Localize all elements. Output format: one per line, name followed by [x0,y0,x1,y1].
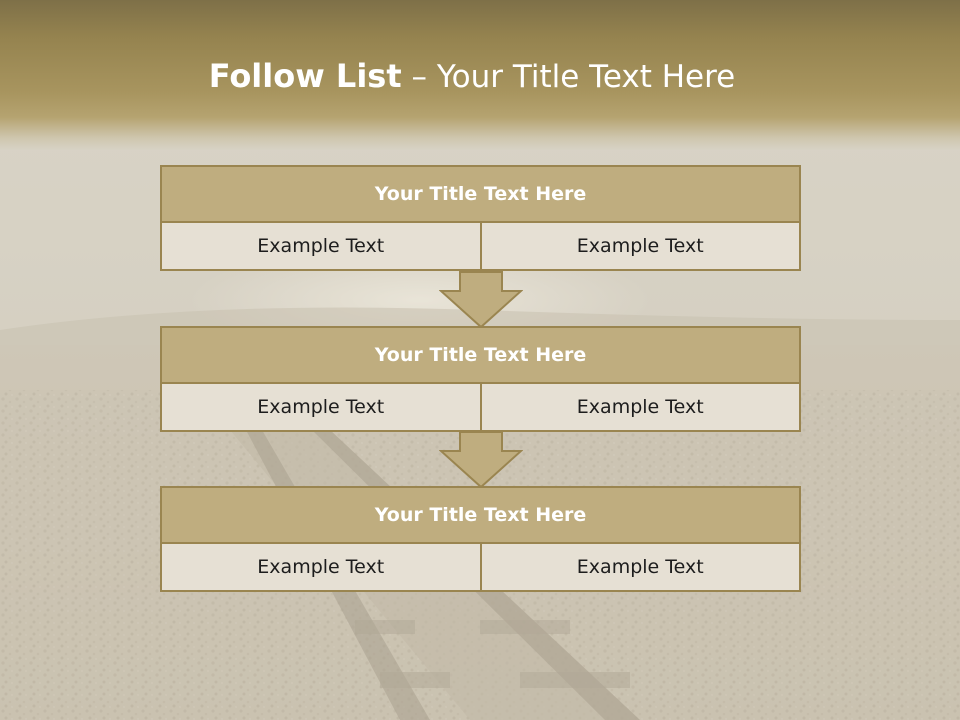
down-arrow-icon [439,431,523,489]
block-row: Example Text Example Text [160,221,801,271]
list-block: Your Title Text Here Example Text Exampl… [160,486,801,592]
block-title: Your Title Text Here [160,326,801,384]
slide-title: Follow List – Your Title Text Here [0,55,944,98]
block-right-text: Example Text [479,544,800,590]
block-left-text: Example Text [257,556,385,578]
block-row: Example Text Example Text [160,382,801,432]
block-right-text: Example Text [479,223,800,269]
block-title: Your Title Text Here [160,486,801,544]
down-arrow-icon [439,271,523,329]
list-block: Your Title Text Here Example Text Exampl… [160,326,801,432]
slide-title-rest: – Your Title Text Here [401,59,736,95]
title-band [0,0,960,150]
block-left-text: Example Text [257,396,385,418]
block-title: Your Title Text Here [160,165,801,223]
block-right-text: Example Text [479,384,800,430]
slide-title-strong: Follow List [208,57,402,95]
block-left-text: Example Text [257,235,385,257]
list-block: Your Title Text Here Example Text Exampl… [160,165,801,271]
block-row: Example Text Example Text [160,542,801,592]
